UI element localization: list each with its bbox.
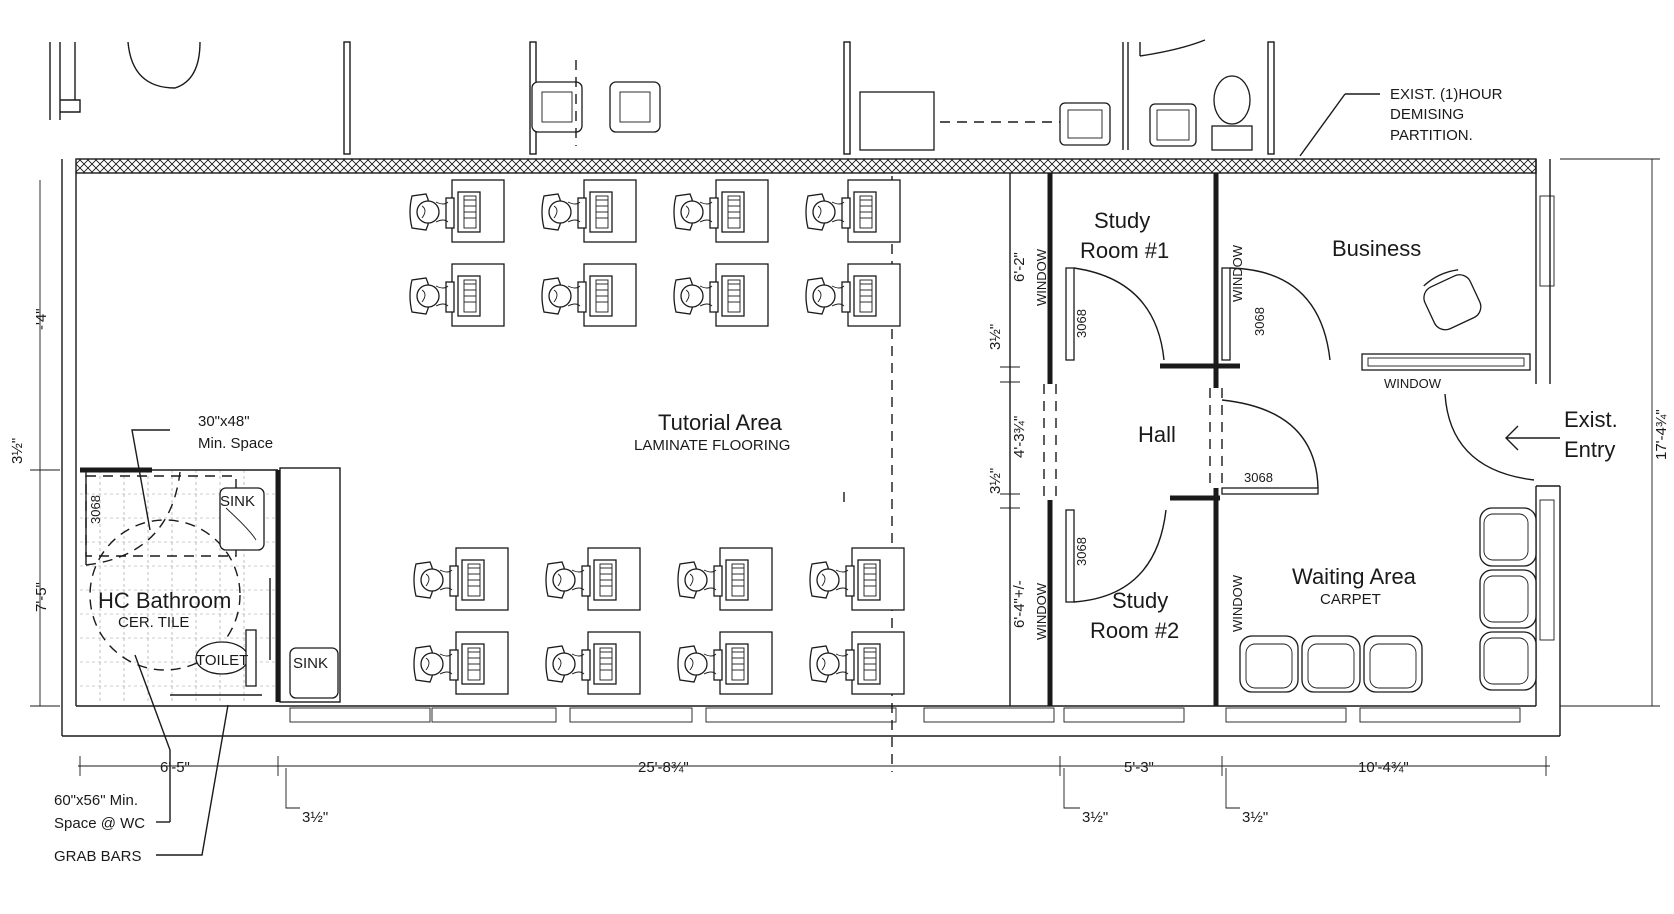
hc-bathroom-label: HC Bathroom <box>98 588 231 613</box>
study-room-1-label-2: Room #1 <box>1080 238 1169 263</box>
dim-wall-1: 3½" <box>302 809 328 826</box>
dim-study2-depth: 6'-4"+/- <box>1011 580 1028 628</box>
workstation <box>541 263 637 327</box>
business-label: Business <box>1332 236 1421 261</box>
dim-wall-left: 3½" <box>9 438 26 464</box>
entry-arrow <box>1505 425 1560 451</box>
dim-bathroom-depth: 7'-5" <box>33 582 50 612</box>
demising-label-3: PARTITION. <box>1390 127 1473 144</box>
bath-door-size: 3068 <box>88 495 103 524</box>
waiting-chair <box>1479 507 1537 567</box>
dim-wall-5: 3½" <box>987 468 1004 494</box>
bathroom-sink-label: SINK <box>220 493 255 510</box>
workstation <box>673 263 769 327</box>
toilet-label: TOILET <box>196 652 248 669</box>
workstation <box>805 179 901 243</box>
waiting-chair <box>1301 635 1361 693</box>
dim-bathroom-width: 6'-5" <box>160 759 190 776</box>
study-room-2-label-2: Room #2 <box>1090 618 1179 643</box>
door-size-study1: 3068 <box>1074 309 1089 338</box>
waiting-chair <box>1239 635 1299 693</box>
dim-hall-width: 5'-3" <box>1124 759 1154 776</box>
dim-left-top: -'4" <box>33 308 50 330</box>
grab-bars-label: GRAB BARS <box>54 848 142 865</box>
hc-bathroom: SINK SINK TOILET HC Bathroom CER. TILE 3… <box>80 467 341 703</box>
workstation <box>677 631 773 695</box>
study-partitions <box>1009 173 1537 706</box>
min-space-label-1: 30"x48" <box>198 413 250 430</box>
cer-tile-label: CER. TILE <box>118 614 189 631</box>
tutorial-area: Tutorial Area LAMINATE FLOORING <box>409 176 905 772</box>
dimension-lines <box>30 158 1660 809</box>
dim-hall-depth: 4'-3¾" <box>1011 416 1028 458</box>
study-room-1-label-1: Study <box>1094 208 1150 233</box>
dim-overall-depth: 17'-4¾" <box>1653 409 1670 460</box>
door-size-study2: 3068 <box>1074 537 1089 566</box>
dim-wall-2: 3½" <box>1082 809 1108 826</box>
workstation <box>805 263 901 327</box>
workstation <box>541 179 637 243</box>
carpet-label: CARPET <box>1320 591 1381 608</box>
wc-space-label-2: Space @ WC <box>54 815 145 832</box>
demising-label-1: EXIST. (1)HOUR <box>1390 86 1503 103</box>
workstation <box>545 631 641 695</box>
entry-label-1: Exist. <box>1564 407 1618 432</box>
sink-label-2: SINK <box>293 655 328 672</box>
workstation <box>413 547 509 611</box>
dim-waiting-width: 10'-4¾" <box>1358 759 1409 776</box>
workstation <box>409 179 505 243</box>
window-label-1: WINDOW <box>1034 248 1049 306</box>
dim-wall-3: 3½" <box>1242 809 1268 826</box>
demising-label-2: DEMISING <box>1390 106 1464 123</box>
workstation <box>409 263 505 327</box>
door-size-business: 3068 <box>1252 307 1267 336</box>
waiting-chair <box>1363 635 1423 693</box>
exterior-walls <box>61 159 1561 737</box>
min-space-label-2: Min. Space <box>198 435 273 452</box>
hall-label: Hall <box>1138 422 1176 447</box>
workstation <box>677 547 773 611</box>
dim-study1-depth: 6'-2" <box>1011 252 1028 282</box>
workstation <box>545 547 641 611</box>
window-label-3: WINDOW <box>1034 582 1049 640</box>
workstation <box>809 631 905 695</box>
waiting-chair <box>1479 631 1537 691</box>
wc-space-label-1: 60"x56" Min. <box>54 792 138 809</box>
waiting-area-label: Waiting Area <box>1292 564 1417 589</box>
window-label-2: WINDOW <box>1230 244 1245 302</box>
waiting-chair <box>1479 569 1537 629</box>
entry-label-2: Entry <box>1564 437 1615 462</box>
study-room-2-label-1: Study <box>1112 588 1168 613</box>
dim-wall-4: 3½" <box>987 324 1004 350</box>
demising-partition <box>75 158 1537 174</box>
workstation <box>809 547 905 611</box>
window-label-4: WINDOW <box>1230 574 1245 632</box>
tutorial-area-label: Tutorial Area <box>658 410 783 435</box>
laminate-label: LAMINATE FLOORING <box>634 437 790 454</box>
workstation <box>673 179 769 243</box>
door-size-hall: 3068 <box>1244 470 1273 485</box>
workstation <box>413 631 509 695</box>
dim-tutorial-width: 25'-8¾" <box>638 759 689 776</box>
neighbor-space <box>49 39 1275 155</box>
window-label-business: WINDOW <box>1384 376 1442 391</box>
